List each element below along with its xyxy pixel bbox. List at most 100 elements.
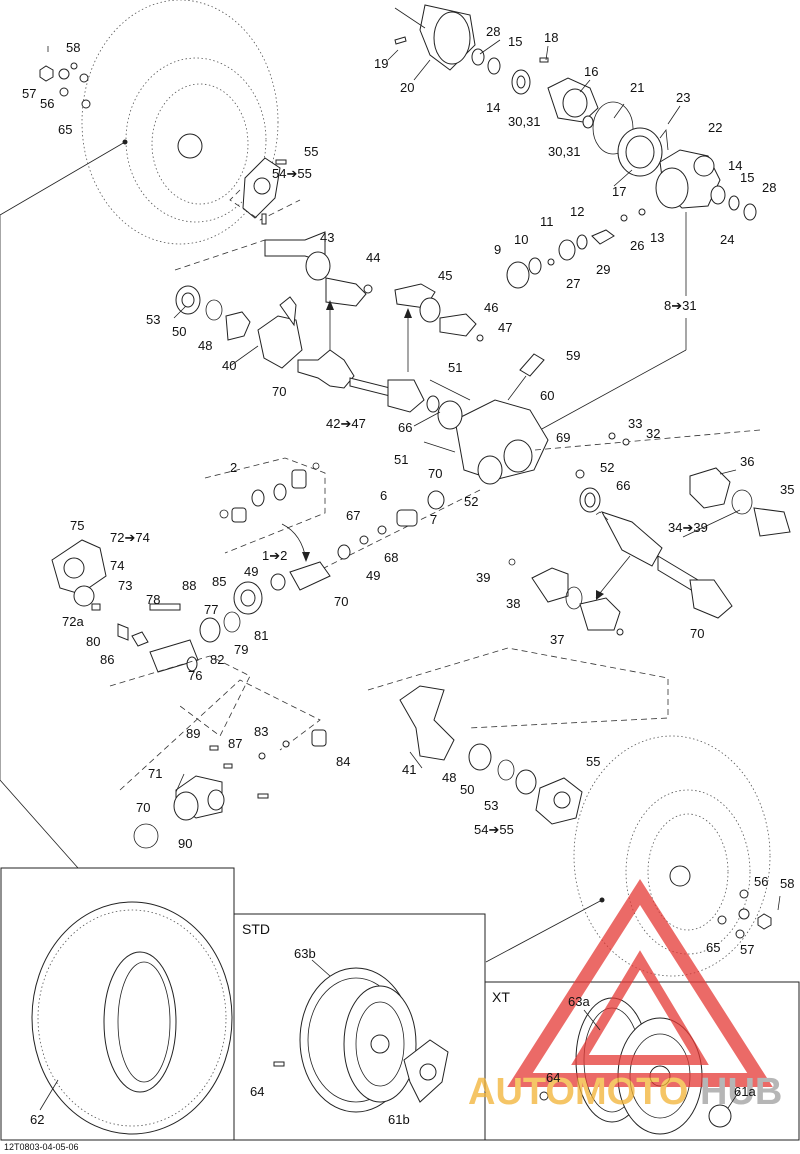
callout-42-47: 42➔47 [326, 416, 366, 431]
callout-52-b: 52 [464, 494, 478, 509]
callout-labels: 58 57 56 65 19 20 28 15 18 16 14 30,31 2… [22, 24, 794, 1127]
callout-1-2: 1➔2 [262, 548, 287, 563]
callout-61a: 61a [734, 1084, 756, 1099]
front-shaft-assembly [204, 457, 445, 615]
callout-70-c: 70 [334, 594, 348, 609]
callout-52: 52 [600, 460, 614, 475]
center-differential-housing [299, 353, 761, 581]
callout-90: 90 [178, 836, 192, 851]
callout-47: 47 [498, 320, 512, 335]
callout-78: 78 [146, 592, 160, 607]
callout-72-74: 72➔74 [110, 530, 150, 545]
callout-64: 64 [250, 1084, 264, 1099]
callout-55-b: 55 [586, 754, 600, 769]
callout-49-b: 49 [366, 568, 380, 583]
callout-45: 45 [438, 268, 452, 283]
callout-76: 76 [188, 668, 202, 683]
callout-73: 73 [118, 578, 132, 593]
callout-26: 26 [630, 238, 644, 253]
callout-70-e: 70 [136, 800, 150, 815]
callout-48: 48 [198, 338, 212, 353]
callout-36: 36 [740, 454, 754, 469]
callout-37: 37 [550, 632, 564, 647]
watermark-text-left: AUTOMOTO [468, 1071, 688, 1113]
callout-11: 11 [540, 214, 554, 229]
gear-housing-22 [655, 149, 757, 221]
callout-70: 70 [272, 384, 286, 399]
callout-65: 65 [58, 122, 72, 137]
callout-8-31: 8➔31 [664, 298, 697, 313]
callout-53: 53 [146, 312, 160, 327]
diagram-code: 12T0803-04-05-06 [4, 1142, 79, 1152]
inner-cv-joint-37-39 [508, 555, 631, 636]
callout-72a: 72a [62, 614, 84, 629]
callout-48-b: 48 [442, 770, 456, 785]
callout-19: 19 [374, 56, 388, 71]
callout-82: 82 [210, 652, 224, 667]
callout-63b: 63b [294, 946, 316, 961]
callout-65-b: 65 [706, 940, 720, 955]
callout-50-b: 50 [460, 782, 474, 797]
callout-57-b: 57 [740, 942, 754, 957]
callout-69: 69 [556, 430, 570, 445]
tire-62 [31, 901, 233, 1135]
seal-ring-21 [592, 101, 669, 177]
callout-14: 14 [486, 100, 500, 115]
differential-housing-upper [394, 4, 476, 71]
callout-57: 57 [22, 86, 36, 101]
watermark-logo: AUTOMOTO HUB [468, 878, 782, 1113]
callout-53-b: 53 [484, 798, 498, 813]
callout-71: 71 [148, 766, 162, 781]
knuckle-lower-assembly [367, 647, 669, 825]
callout-15-b: 15 [740, 170, 754, 185]
callout-51: 51 [448, 360, 462, 375]
std-rim-63b [273, 967, 449, 1113]
callout-81: 81 [254, 628, 268, 643]
panel-title-std: STD [242, 921, 270, 937]
callout-16: 16 [584, 64, 598, 79]
actuator-assembly-72-88 [51, 539, 251, 737]
callout-30-31: 30,31 [508, 114, 541, 129]
callout-74: 74 [110, 558, 124, 573]
callout-28: 28 [486, 24, 500, 39]
callout-15: 15 [508, 34, 522, 49]
callout-12: 12 [570, 204, 584, 219]
callout-17: 17 [612, 184, 626, 199]
callout-89: 89 [186, 726, 200, 741]
callout-38: 38 [506, 596, 520, 611]
callout-35: 35 [780, 482, 794, 497]
callout-70-d: 70 [690, 626, 704, 641]
callout-59: 59 [566, 348, 580, 363]
callout-24: 24 [720, 232, 734, 247]
callout-7: 7 [430, 512, 437, 527]
callout-32: 32 [646, 426, 660, 441]
upper-left-wheel [81, 0, 279, 245]
callout-13: 13 [650, 230, 664, 245]
callout-83: 83 [254, 724, 268, 739]
driveshaft-42-47 [297, 349, 440, 413]
callout-64-b: 64 [546, 1070, 560, 1085]
callout-58: 58 [66, 40, 80, 55]
callout-41: 41 [402, 762, 416, 777]
housing-71-assembly [119, 679, 327, 849]
callout-18: 18 [544, 30, 558, 45]
callout-23: 23 [676, 90, 690, 105]
callout-10: 10 [514, 232, 528, 247]
callout-33: 33 [628, 416, 642, 431]
callout-63a: 63a [568, 994, 590, 1009]
callout-49: 49 [244, 564, 258, 579]
callout-20: 20 [400, 80, 414, 95]
right-driveshaft-34-39 [593, 467, 791, 619]
callout-54-55: 54➔55 [272, 166, 312, 181]
callout-40: 40 [222, 358, 236, 373]
wheel-nut-group-upper [39, 46, 91, 109]
callout-2: 2 [230, 460, 237, 475]
callout-61b: 61b [388, 1112, 410, 1127]
wheel-hub-upper [229, 157, 301, 225]
callout-51-b: 51 [394, 452, 408, 467]
callout-29: 29 [596, 262, 610, 277]
bearing-stack-upper [471, 48, 549, 95]
callout-56-b: 56 [754, 874, 768, 889]
callout-leaders [39, 39, 741, 1111]
